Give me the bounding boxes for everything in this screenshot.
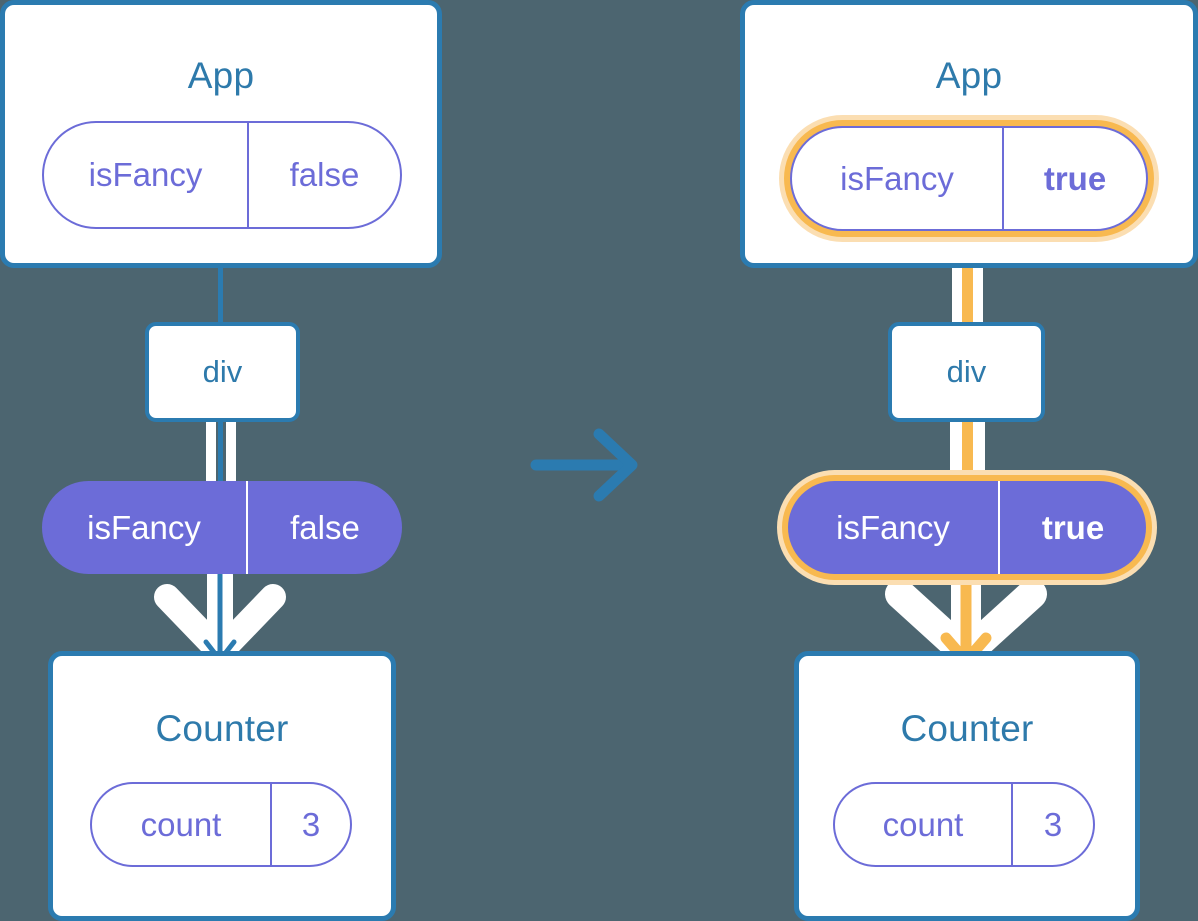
app-state-pill[interactable]: isFancy true <box>790 126 1148 231</box>
counter-card-title: Counter <box>155 708 289 749</box>
counter-state-value: 3 <box>1043 805 1063 843</box>
connector-app-to-div-gap-left <box>952 256 962 324</box>
app-state-pill[interactable]: isFancy false <box>42 121 402 229</box>
counter-card-title: Counter <box>900 708 1034 749</box>
props-pill[interactable]: isFancy true <box>788 481 1146 574</box>
props-pill[interactable]: isFancy false <box>42 481 402 574</box>
connector-div-to-props-outline-right <box>226 420 236 490</box>
counter-state-key: count <box>835 784 1013 865</box>
connector-app-to-div-highlight <box>962 231 973 323</box>
connector-app-to-div <box>218 229 223 324</box>
props-key: isFancy <box>42 481 248 574</box>
app-card-title: App <box>187 55 255 96</box>
div-node: div <box>145 322 300 422</box>
connector-div-to-props-outline-left <box>206 420 216 490</box>
connector-div-to-props-outline-left <box>950 420 962 490</box>
before-diagram: App isFancy false div isFancy false <box>0 0 450 921</box>
app-state-key: isFancy <box>44 123 249 227</box>
connector-div-to-props-outline-right <box>973 420 985 490</box>
connector-app-to-div-gap-right <box>973 256 983 324</box>
props-value: false <box>290 508 360 546</box>
counter-state-pill[interactable]: count 3 <box>833 782 1095 867</box>
props-value: true <box>1041 508 1105 546</box>
counter-state-value: 3 <box>301 805 321 843</box>
div-node: div <box>888 322 1045 422</box>
app-state-key: isFancy <box>792 128 1004 229</box>
counter-state-pill[interactable]: count 3 <box>90 782 352 867</box>
after-diagram: App isFancy true div isFancy true <box>740 0 1198 921</box>
connector-div-to-props-highlight <box>962 420 973 490</box>
div-node-label: div <box>946 354 987 389</box>
props-key: isFancy <box>788 481 1000 574</box>
counter-state-key: count <box>92 784 272 865</box>
connector-div-to-props <box>218 420 223 490</box>
div-node-label: div <box>202 354 243 389</box>
app-state-value: true <box>1043 159 1107 197</box>
transition-arrow-icon <box>530 428 638 502</box>
app-state-value: false <box>289 156 360 193</box>
app-card-title: App <box>935 55 1003 96</box>
